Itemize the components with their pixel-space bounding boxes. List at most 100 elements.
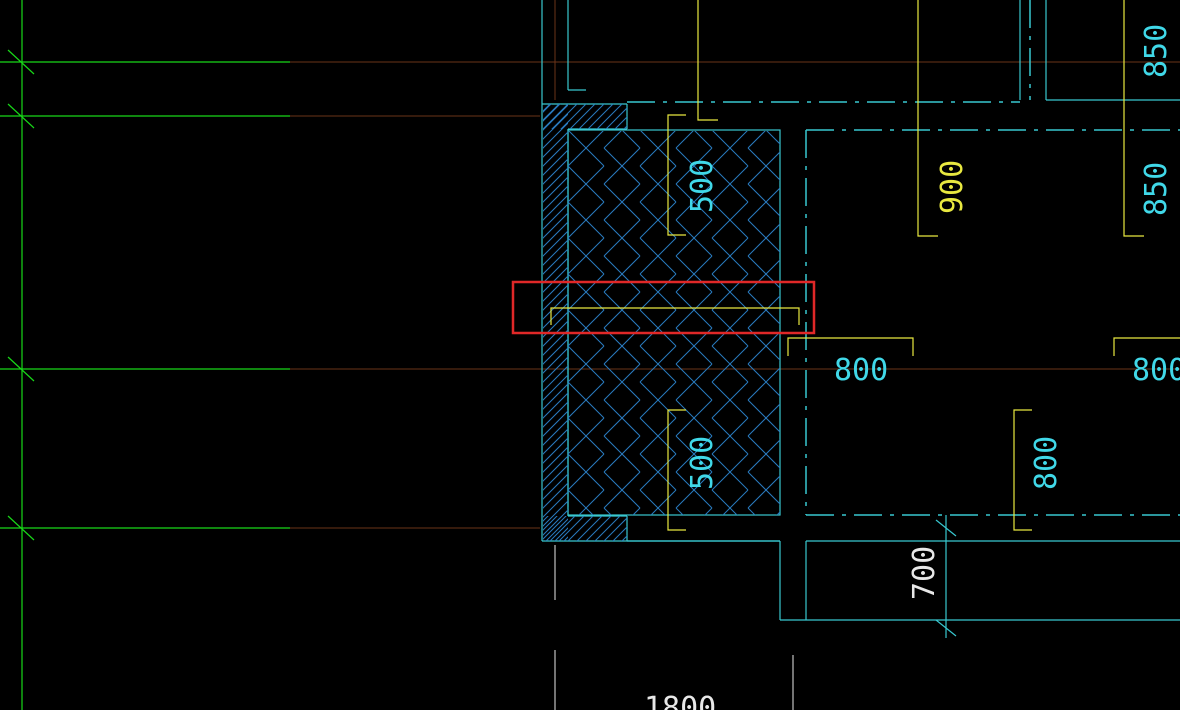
herringbone-pattern (496, 58, 856, 652)
herringbone-line (603, 291, 641, 329)
hatch-line (587, 104, 614, 129)
hatch-line (623, 125, 627, 129)
herringbone-line (622, 131, 641, 149)
hatch-line (543, 516, 558, 531)
herringbone-line (820, 400, 856, 436)
hatch-line (520, 379, 640, 499)
dim-800-mid: 800 (834, 353, 888, 388)
herringbone-line (496, 454, 532, 490)
herringbone-line (675, 291, 713, 329)
dim-850-top: 850 (1139, 24, 1174, 78)
herringbone-line (784, 598, 820, 634)
herringbone-line (704, 507, 713, 515)
herringbone-line (784, 454, 820, 490)
herringbone-line (568, 255, 569, 256)
herringbone-line (568, 472, 569, 473)
herringbone-line (532, 544, 568, 580)
herringbone-line (820, 184, 856, 220)
hatch-line (543, 392, 568, 419)
herringbone-line (604, 76, 640, 112)
herringbone-line (496, 166, 532, 202)
highlight-box[interactable] (511, 280, 816, 335)
herringbone-line (568, 131, 604, 167)
herringbone-line (603, 255, 641, 293)
herringbone-line (603, 363, 641, 401)
herringbone-line (820, 184, 856, 220)
hatch-line (543, 410, 568, 437)
herringbone-line (640, 94, 676, 130)
herringbone-line (711, 165, 749, 203)
herringbone-line (568, 435, 569, 436)
hatch-line (545, 518, 568, 541)
hatch-line (543, 383, 568, 410)
dim-800-right: 800 (1132, 353, 1180, 388)
herringbone-line (496, 490, 532, 526)
dimension-leaders-yellow (550, 0, 1180, 531)
hatch-line (520, 140, 640, 260)
herringbone-line (784, 346, 820, 382)
herringbone-line (784, 130, 820, 166)
herringbone-line (532, 580, 568, 616)
herringbone-line (496, 562, 532, 598)
hatch-line (543, 203, 568, 230)
herringbone-line (496, 382, 532, 418)
herringbone-line (496, 382, 532, 418)
herringbone-line (784, 58, 820, 94)
herringbone-line (748, 76, 784, 112)
hatch-line (543, 491, 568, 518)
hatch-line (520, 537, 640, 657)
herringbone-line (604, 544, 640, 580)
herringbone-line (568, 381, 605, 419)
hatch-line (520, 474, 640, 594)
hatch-line (558, 516, 585, 541)
hatch-line (520, 415, 640, 535)
herringbone-line (784, 166, 820, 202)
herringbone-line (650, 489, 677, 515)
hatch-line (543, 284, 568, 311)
herringbone-line (694, 131, 713, 149)
herringbone-line (496, 202, 532, 238)
hatch-line (520, 0, 640, 80)
herringbone-line (747, 131, 766, 149)
hatch-line (543, 104, 569, 129)
herringbone-line (784, 94, 820, 130)
herringbone-line (568, 327, 569, 328)
herringbone-line (712, 526, 748, 562)
herringbone-line (568, 436, 569, 437)
hatch-line (543, 446, 568, 473)
herringbone-line (820, 580, 856, 616)
herringbone-line (496, 562, 532, 598)
herringbone-line (496, 598, 532, 634)
herringbone-line (676, 580, 712, 616)
herringbone-line (568, 94, 604, 130)
herringbone-line (603, 219, 641, 257)
herringbone-line (675, 507, 684, 515)
hatch-line (543, 185, 568, 212)
hatch-line (520, 149, 640, 269)
herringbone-line (675, 131, 694, 149)
hatch-line (543, 248, 568, 275)
herringbone-line (675, 363, 713, 401)
hatch-line (543, 230, 568, 257)
herringbone-line (578, 489, 605, 515)
herringbone-line (748, 616, 784, 652)
herringbone-line (784, 58, 820, 94)
hatch-line (543, 104, 560, 121)
hatch-line (543, 437, 568, 464)
hatch-line (569, 104, 596, 129)
herringbone-line (712, 58, 748, 94)
hatch-line (614, 116, 627, 129)
herringbone-line (712, 526, 748, 562)
herringbone-line (676, 616, 712, 652)
herringbone-line (568, 148, 569, 149)
hatch-line (520, 492, 640, 612)
herringbone-line (784, 382, 820, 418)
hatch-line (520, 131, 640, 251)
hatch-line (585, 516, 612, 541)
herringbone-line (639, 309, 677, 347)
herringbone-line (784, 130, 820, 166)
hatch-line (520, 528, 640, 648)
hatch-line (520, 0, 640, 107)
